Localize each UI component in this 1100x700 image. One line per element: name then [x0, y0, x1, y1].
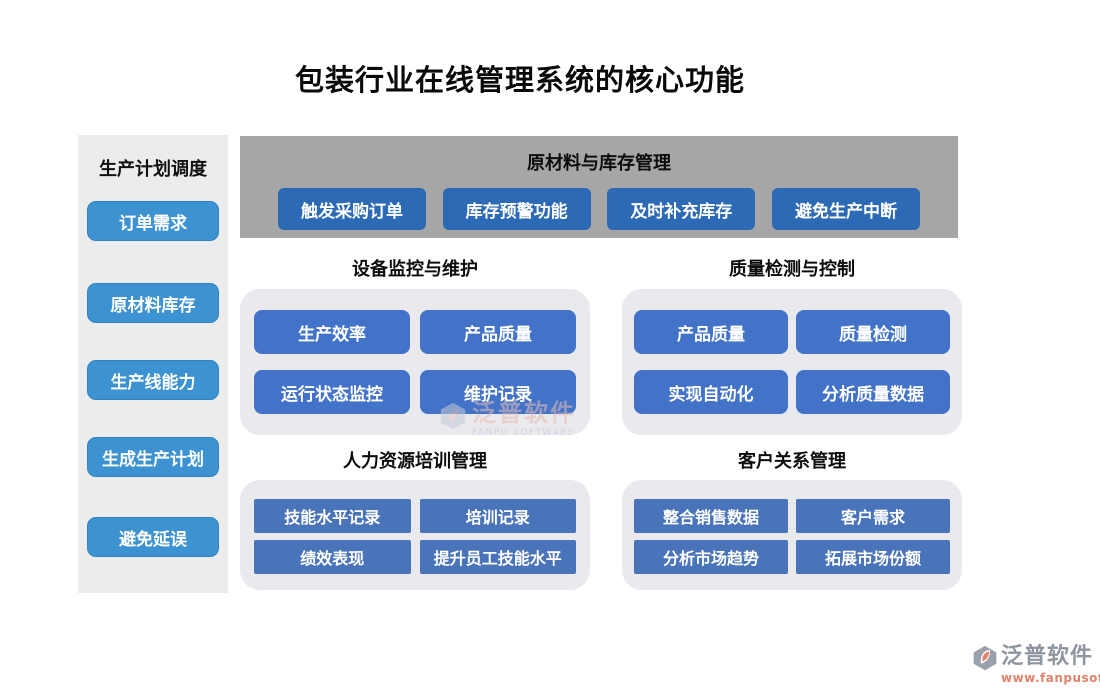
- sidebar-item-raw-material-stock[interactable]: 原材料库存: [87, 283, 219, 323]
- fanpu-logo-url[interactable]: www.fanpusoft.com: [1001, 671, 1100, 685]
- quality-item-automation[interactable]: 实现自动化: [634, 370, 788, 414]
- materials-inventory-band: 原材料与库存管理 触发采购订单 库存预警功能 及时补充库存 避免生产中断: [240, 136, 958, 238]
- fanpu-watermark-sub: FANPU SOFTWARE: [472, 428, 575, 438]
- section-title-quality: 质量检测与控制: [729, 259, 855, 280]
- sidebar-item-line-capacity[interactable]: 生产线能力: [87, 360, 219, 400]
- band-item-stock-warning[interactable]: 库存预警功能: [442, 188, 591, 230]
- crm-item-integrate-sales-data[interactable]: 整合销售数据: [634, 499, 788, 533]
- hr-item-skill-record[interactable]: 技能水平记录: [254, 499, 411, 533]
- section-title-hr-training: 人力资源培训管理: [343, 451, 487, 472]
- equipment-item-product-quality[interactable]: 产品质量: [420, 310, 576, 354]
- fanpu-logo: 泛普软件 www.fanpusoft.com: [972, 645, 1100, 685]
- crm-item-expand-market-share[interactable]: 拓展市场份额: [796, 540, 950, 574]
- quality-item-analyze-quality-data[interactable]: 分析质量数据: [796, 370, 950, 414]
- sidebar-item-avoid-delay[interactable]: 避免延误: [87, 517, 219, 557]
- section-card-quality: 产品质量 质量检测 实现自动化 分析质量数据: [622, 289, 962, 435]
- section-card-hr-training: 技能水平记录 培训记录 绩效表现 提升员工技能水平: [240, 480, 590, 590]
- fanpu-watermark-icon: [438, 401, 468, 431]
- sidebar-item-order-demand[interactable]: 订单需求: [87, 201, 219, 241]
- fanpu-watermark-name: 泛普软件: [472, 399, 576, 427]
- hr-item-training-record[interactable]: 培训记录: [419, 499, 576, 533]
- band-item-replenish-stock[interactable]: 及时补充库存: [607, 188, 756, 230]
- quality-item-quality-inspection[interactable]: 质量检测: [796, 310, 950, 354]
- materials-inventory-row: 触发采购订单 库存预警功能 及时补充库存 避免生产中断: [240, 188, 958, 230]
- production-plan-title: 生产计划调度: [99, 159, 207, 180]
- materials-inventory-title: 原材料与库存管理: [527, 153, 671, 174]
- equipment-item-status-monitoring[interactable]: 运行状态监控: [254, 370, 410, 414]
- section-card-crm: 整合销售数据 客户需求 分析市场趋势 拓展市场份额: [622, 480, 962, 590]
- section-card-equipment: 生产效率 产品质量 运行状态监控 维护记录: [240, 289, 590, 435]
- section-title-crm: 客户关系管理: [738, 451, 846, 472]
- crm-item-analyze-market-trend[interactable]: 分析市场趋势: [634, 540, 788, 574]
- quality-item-product-quality[interactable]: 产品质量: [634, 310, 788, 354]
- sidebar-item-generate-plan[interactable]: 生成生产计划: [87, 437, 219, 477]
- band-item-trigger-purchase-order[interactable]: 触发采购订单: [278, 188, 426, 230]
- production-plan-panel: 生产计划调度 订单需求 原材料库存 生产线能力 生成生产计划 避免延误: [78, 135, 228, 593]
- section-title-equipment: 设备监控与维护: [352, 259, 478, 280]
- hr-item-performance[interactable]: 绩效表现: [254, 540, 411, 574]
- fanpu-watermark: 泛普软件 FANPU SOFTWARE: [438, 401, 576, 438]
- crm-item-customer-demand[interactable]: 客户需求: [796, 499, 950, 533]
- fanpu-logo-icon: [972, 645, 998, 671]
- band-item-avoid-interruption[interactable]: 避免生产中断: [771, 188, 920, 230]
- hr-item-improve-skills[interactable]: 提升员工技能水平: [419, 540, 576, 574]
- page-title: 包装行业在线管理系统的核心功能: [294, 63, 745, 97]
- fanpu-logo-name: 泛普软件: [1001, 644, 1094, 669]
- equipment-item-production-efficiency[interactable]: 生产效率: [254, 310, 410, 354]
